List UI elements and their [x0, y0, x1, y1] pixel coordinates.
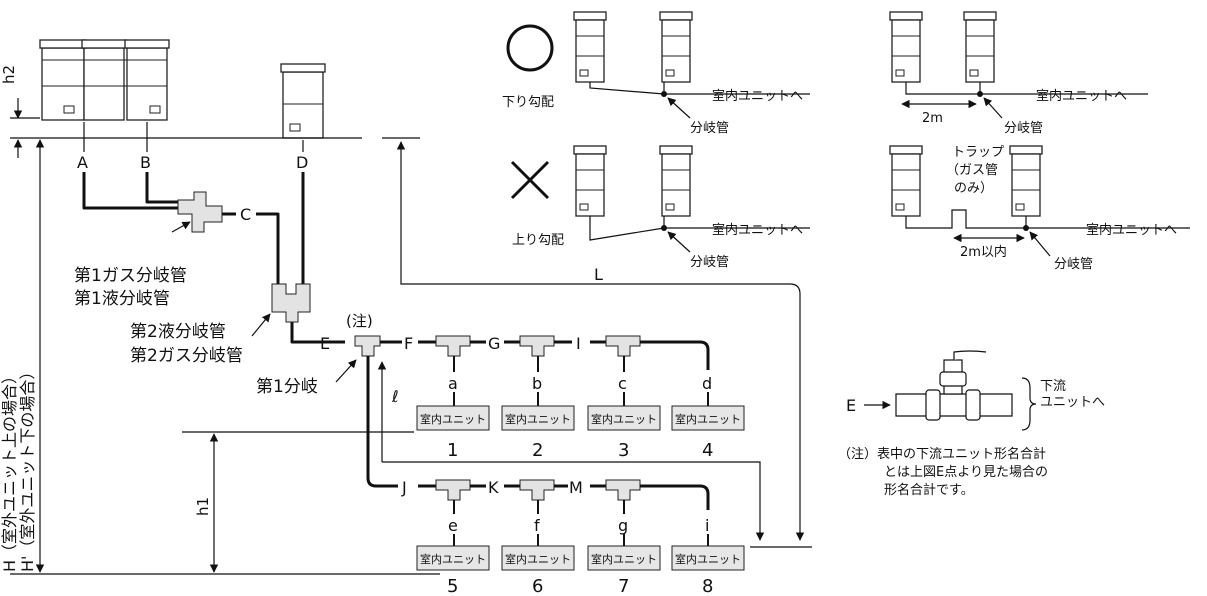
good-branch-label: 分岐管	[690, 121, 729, 136]
pipe-label-D: D	[296, 153, 308, 172]
outdoor-unit-group	[39, 39, 326, 139]
pipe-label-L: L	[594, 265, 603, 284]
connector-a: a	[448, 374, 458, 393]
bad-to-indoor: 室内ユニットへ	[712, 222, 803, 238]
top-dist-label: 2m	[922, 111, 943, 126]
tee-detail	[895, 350, 1013, 421]
indoor-number-1: 1	[447, 440, 458, 461]
downstream-label-2: ユニットへ	[1040, 395, 1105, 410]
indoor-unit-1: 室内ユニット	[416, 405, 490, 431]
first-gas-branch-label: 第1ガス分岐管	[74, 266, 187, 286]
pipe-label-A: A	[77, 153, 88, 172]
indoor-unit-7: 室内ユニット	[587, 545, 661, 571]
second-gas-branch-label: 第2ガス分岐管	[130, 346, 243, 366]
indoor-unit-8: 室内ユニット	[671, 545, 745, 571]
indoor-unit-label: 室内ユニット	[591, 412, 657, 426]
indoor-unit-label: 室内ユニット	[505, 412, 571, 426]
connector-i: i	[705, 516, 709, 535]
trap-branch-label: 分岐管	[1054, 257, 1093, 272]
pipe-label-E: E	[320, 334, 330, 353]
indoor-unit-label: 室内ユニット	[505, 552, 571, 566]
trap-label-2: （ガス管	[946, 163, 998, 178]
good-slope-label: 下り勾配	[502, 95, 554, 110]
pipe-label-I: I	[576, 334, 581, 353]
footnote-line-2: とは上図E点より見た場合の	[884, 465, 1048, 480]
trap-label-3: のみ）	[954, 181, 993, 196]
pipe-label-B: B	[140, 153, 151, 172]
indoor-number-3: 3	[618, 440, 629, 461]
good-to-indoor: 室内ユニットへ	[712, 88, 803, 104]
connector-e: e	[448, 516, 458, 535]
indoor-unit-label: 室内ユニット	[420, 552, 486, 566]
trap-dist-label: 2m以内	[960, 244, 1007, 260]
top-branch-label: 分岐管	[1004, 121, 1043, 136]
indoor-unit-label: 室内ユニット	[591, 552, 657, 566]
indoor-unit-3: 室内ユニット	[587, 405, 661, 431]
bad-cross-icon	[510, 160, 550, 200]
H2-label: H'（室外ユニット下の場合）	[18, 364, 37, 572]
second-liquid-branch-label: 第2液分岐管	[130, 322, 226, 342]
note-label: (注)	[346, 312, 373, 330]
downstream-label-1: 下流	[1040, 379, 1066, 394]
pipe-label-J: J	[401, 478, 407, 497]
footnote-line-3: 形名合計です。	[884, 482, 974, 498]
connector-f: f	[534, 516, 540, 535]
pipe-label-ell: ℓ	[391, 387, 399, 406]
trap-label-1: トラップ	[952, 145, 1004, 160]
indoor-unit-label: 室内ユニット	[420, 412, 486, 426]
indoor-unit-5: 室内ユニット	[416, 545, 490, 571]
indoor-number-7: 7	[618, 576, 629, 596]
pipe-label-C: C	[240, 205, 251, 224]
indoor-number-5: 5	[447, 576, 458, 596]
bad-slope-label: 上り勾配	[512, 233, 564, 248]
indoor-number-2: 2	[532, 440, 543, 461]
indoor-unit-4: 室内ユニット	[671, 405, 745, 431]
indoor-number-4: 4	[702, 440, 713, 461]
first-branch-label: 第1分岐	[256, 377, 318, 397]
footnote-line-1: （注）表中の下流ユニット形名合計	[838, 446, 1046, 462]
pipe-label-K: K	[488, 478, 499, 497]
indoor-unit-6: 室内ユニット	[501, 545, 575, 571]
indoor-number-8: 8	[702, 576, 713, 596]
indoor-unit-label: 室内ユニット	[675, 412, 741, 426]
first-liquid-branch-label: 第1液分岐管	[74, 289, 170, 309]
connector-d: d	[702, 374, 712, 393]
h2-label: h2	[0, 65, 18, 84]
indoor-unit-label: 室内ユニット	[675, 552, 741, 566]
indoor-unit-2: 室内ユニット	[501, 405, 575, 431]
pipe-label-G: G	[488, 334, 500, 353]
good-circle-icon	[506, 24, 554, 72]
top-to-indoor: 室内ユニットへ	[1036, 88, 1127, 104]
indoor-number-6: 6	[532, 576, 543, 596]
connector-g: g	[618, 516, 628, 535]
detail-point-E: E	[846, 396, 856, 415]
pipe-label-M: M	[569, 478, 583, 497]
bad-branch-label: 分岐管	[690, 255, 729, 270]
pipe-label-F: F	[404, 334, 413, 353]
h1-label: h1	[194, 497, 212, 516]
connector-b: b	[532, 374, 542, 393]
trap-to-indoor: 室内ユニットへ	[1086, 222, 1177, 238]
H-label: H（室外ユニット上の場合）	[0, 368, 19, 572]
connector-c: c	[618, 374, 627, 393]
